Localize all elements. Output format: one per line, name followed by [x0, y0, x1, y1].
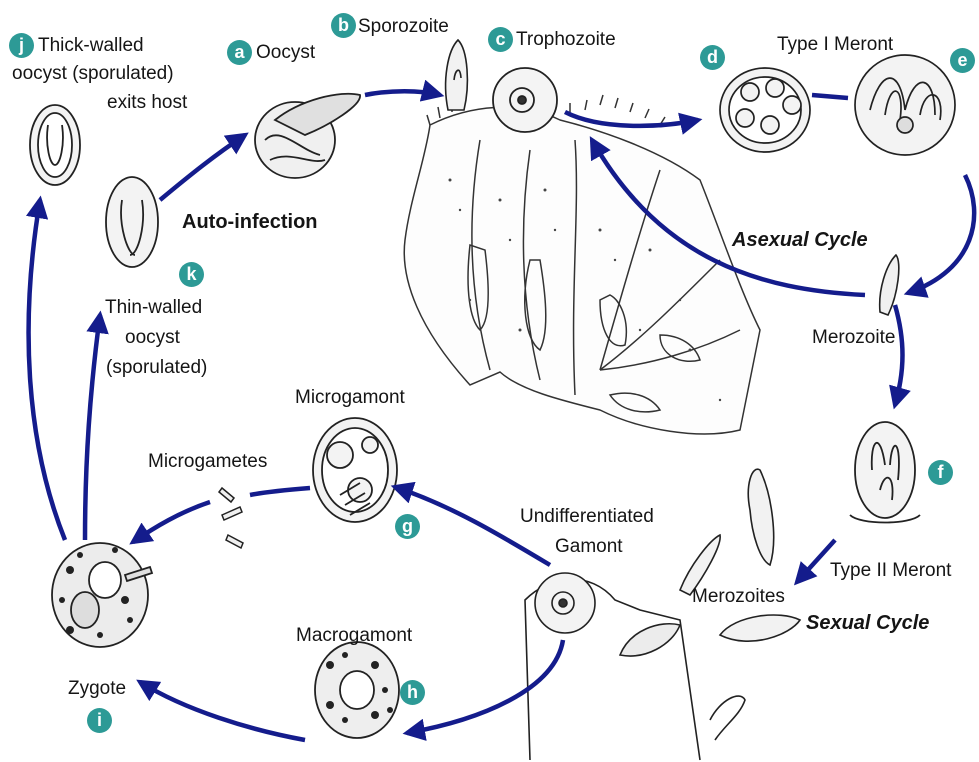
label-merozoites: Merozoites	[692, 585, 785, 608]
thin-walled-oocyst-drawing	[106, 177, 158, 267]
badge-e: e	[950, 48, 975, 73]
label-thick-walled-1: Thick-walled	[38, 34, 144, 57]
badge-i: i	[87, 708, 112, 733]
arrow-zygote-to-thick-oocyst	[29, 200, 65, 540]
type1-meront-d-drawing	[720, 68, 810, 152]
arrow-macrogamont-to-zygote	[140, 682, 305, 740]
arrow-merozoite-to-type2-meront	[895, 305, 903, 405]
microgamont-drawing	[313, 418, 397, 522]
intestinal-epithelium	[404, 95, 760, 434]
label-trophozoite: Trophozoite	[516, 28, 616, 51]
label-thick-walled-3: exits host	[107, 91, 187, 114]
badge-k: k	[179, 262, 204, 287]
type1-meront-e-drawing	[855, 55, 955, 155]
arrow-meront-d-to-e	[812, 95, 848, 98]
label-thin-walled-2: oocyst	[125, 326, 180, 349]
badge-b: b	[331, 13, 356, 38]
trophozoite-drawing	[493, 68, 557, 132]
label-type1-meront: Type I Meront	[777, 33, 893, 56]
label-thin-walled-1: Thin-walled	[105, 296, 202, 319]
arrow-gamont-to-macrogamont	[407, 640, 563, 733]
arrow-zygote-to-thin-oocyst	[85, 315, 100, 540]
label-undifferentiated: Undifferentiated	[520, 505, 654, 528]
label-type2-meront: Type II Meront	[830, 559, 951, 582]
badge-h: h	[400, 680, 425, 705]
label-macrogamont: Macrogamont	[296, 624, 412, 647]
label-sporozoite: Sporozoite	[358, 15, 449, 38]
arrow-meront-to-merozoite	[908, 175, 974, 293]
microgametes-drawing	[219, 488, 243, 548]
arrow-microgamont-to-microgametes	[250, 488, 310, 495]
arrow-microgametes-to-zygote	[133, 502, 210, 542]
arrow-trophozoite-to-meront	[565, 112, 698, 126]
label-gamont: Gamont	[555, 535, 623, 558]
label-microgametes: Microgametes	[148, 450, 267, 473]
badge-g: g	[395, 514, 420, 539]
badge-j: j	[9, 33, 34, 58]
label-microgamont: Microgamont	[295, 386, 405, 409]
sporozoite-drawing	[446, 40, 468, 110]
label-sexual-cycle: Sexual Cycle	[806, 612, 929, 635]
label-asexual-cycle: Asexual Cycle	[732, 229, 868, 252]
label-zygote: Zygote	[68, 677, 126, 700]
label-thin-walled-3: (sporulated)	[106, 356, 207, 379]
label-oocyst: Oocyst	[256, 41, 315, 64]
label-auto-infection: Auto-infection	[182, 211, 318, 234]
badge-f: f	[928, 460, 953, 485]
thick-walled-oocyst-drawing	[30, 105, 80, 185]
type2-meront-f-drawing	[850, 422, 920, 523]
badge-d: d	[700, 45, 725, 70]
badge-c: c	[488, 27, 513, 52]
oocyst-a-drawing	[255, 94, 360, 178]
label-merozoite: Merozoite	[812, 326, 895, 349]
badge-a: a	[227, 40, 252, 65]
arrow-oocyst-to-sporozoite	[365, 91, 440, 95]
label-thick-walled-2: oocyst (sporulated)	[12, 62, 174, 85]
arrow-auto-infection	[160, 135, 245, 200]
